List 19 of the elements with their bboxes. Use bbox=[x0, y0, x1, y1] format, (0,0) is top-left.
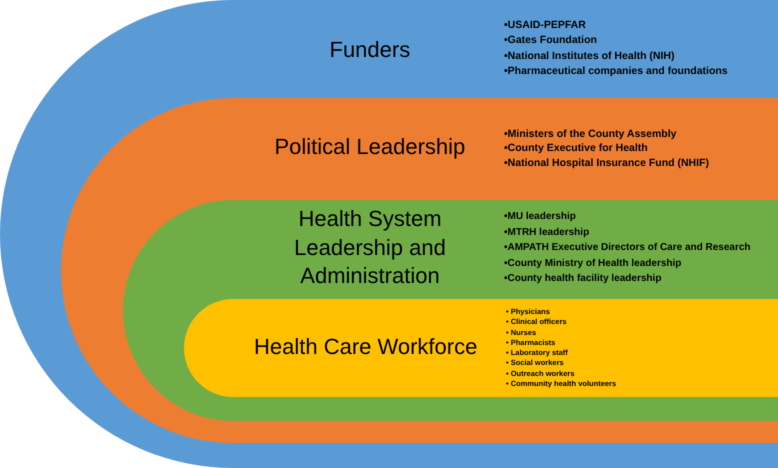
layer-band bbox=[123, 200, 778, 421]
list-item: •Pharmaceutical companies and foundations bbox=[504, 64, 728, 79]
list-item: •Gates Foundation bbox=[504, 33, 597, 48]
list-item: •County health facility leadership bbox=[504, 272, 662, 286]
list-item: •National Hospital Insurance Fund (NHIF) bbox=[504, 156, 709, 170]
band-title: Health Care Workforce bbox=[254, 332, 478, 360]
band-title: Political Leadership bbox=[274, 132, 466, 161]
list-item: •USAID-PEPFAR bbox=[504, 18, 586, 33]
list-item: •AMPATH Executive Directors of Care and Research bbox=[504, 241, 751, 255]
band-title: Funders bbox=[330, 36, 410, 64]
list-item: •Ministers of the County Assembly bbox=[504, 126, 676, 141]
layer-band bbox=[61, 98, 778, 443]
layer-band bbox=[184, 299, 778, 397]
list-item: •MU leadership bbox=[504, 210, 576, 224]
list-item: •County Ministry of Health leadership bbox=[504, 256, 682, 270]
list-item: •National Institutes of Health (NIH) bbox=[504, 48, 675, 64]
list-item: •MTRH leadership bbox=[504, 226, 590, 240]
band-title: Health System Leadership and Administration bbox=[293, 205, 447, 290]
list-item: •County Executive for Health bbox=[504, 141, 648, 156]
